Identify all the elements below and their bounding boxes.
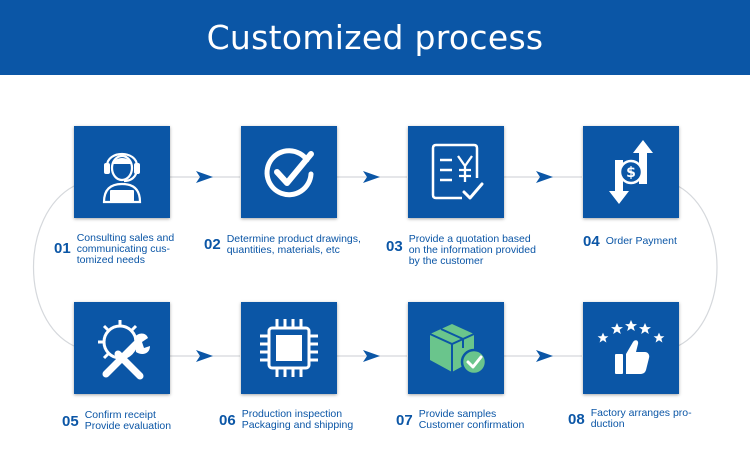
connector-loop-left [32,185,75,347]
page-title: Customized process [206,18,544,57]
step-8-tile [583,302,679,394]
customer-service-icon [102,152,142,204]
connector-loop-right [677,185,718,347]
step-text: Provide samples Customer confirmation [418,408,525,431]
step-number: 04 [583,233,600,250]
step-number: 02 [204,236,221,253]
step-1-tile [74,126,170,218]
step-text: Provide a quotation based on the informa… [408,233,536,267]
step-text: Confirm receipt Provide evaluation [84,409,172,432]
step-2-label: 02 Determine product drawings, quantitie… [204,234,361,256]
step-5-label: 05 Confirm receipt Provide evaluation [62,410,171,432]
step-7-tile [408,302,504,394]
chip-icon [260,319,318,377]
arrow-5-6 [196,350,213,362]
step-number: 01 [54,240,71,257]
step-text: Production inspection Packaging and ship… [241,408,354,431]
step-text: Order Payment [605,235,677,247]
arrow-2-3 [363,171,380,183]
package-check-icon [429,324,488,376]
svg-text:$: $ [626,165,636,181]
step-number: 06 [219,412,236,429]
stars-thumbs-up-icon [597,320,665,374]
arrow-1-2 [196,171,213,183]
checkmark-circle-icon [264,148,314,198]
arrow-7-8 [536,350,553,362]
arrow-3-4 [536,171,553,183]
header-banner: Customized process [0,0,750,75]
step-4-tile: $ [583,126,679,218]
step-text: Factory arranges pro- duction [590,407,692,430]
step-number: 08 [568,411,585,428]
payment-transfer-icon: $ [609,140,653,204]
step-number: 07 [396,412,413,429]
step-number: 05 [62,413,79,430]
quotation-icon [431,143,484,200]
step-7-label: 07 Provide samples Customer confirmation [396,409,524,431]
step-3-label: 03 Provide a quotation based on the info… [386,234,536,267]
step-1-label: 01 Consulting sales and communicating cu… [54,233,174,266]
step-3-tile [408,126,504,218]
step-6-label: 06 Production inspection Packaging and s… [219,409,353,431]
step-5-tile [74,302,170,394]
step-4-label: 04 Order Payment [583,233,677,251]
step-text: Consulting sales and communicating cus- … [76,232,175,266]
arrow-6-7 [363,350,380,362]
step-2-tile [241,126,337,218]
step-6-tile [241,302,337,394]
step-text: Determine product drawings, quantities, … [226,233,361,256]
step-number: 03 [386,238,403,255]
tools-gear-icon [98,320,150,380]
step-8-label: 08 Factory arranges pro- duction [568,408,692,430]
